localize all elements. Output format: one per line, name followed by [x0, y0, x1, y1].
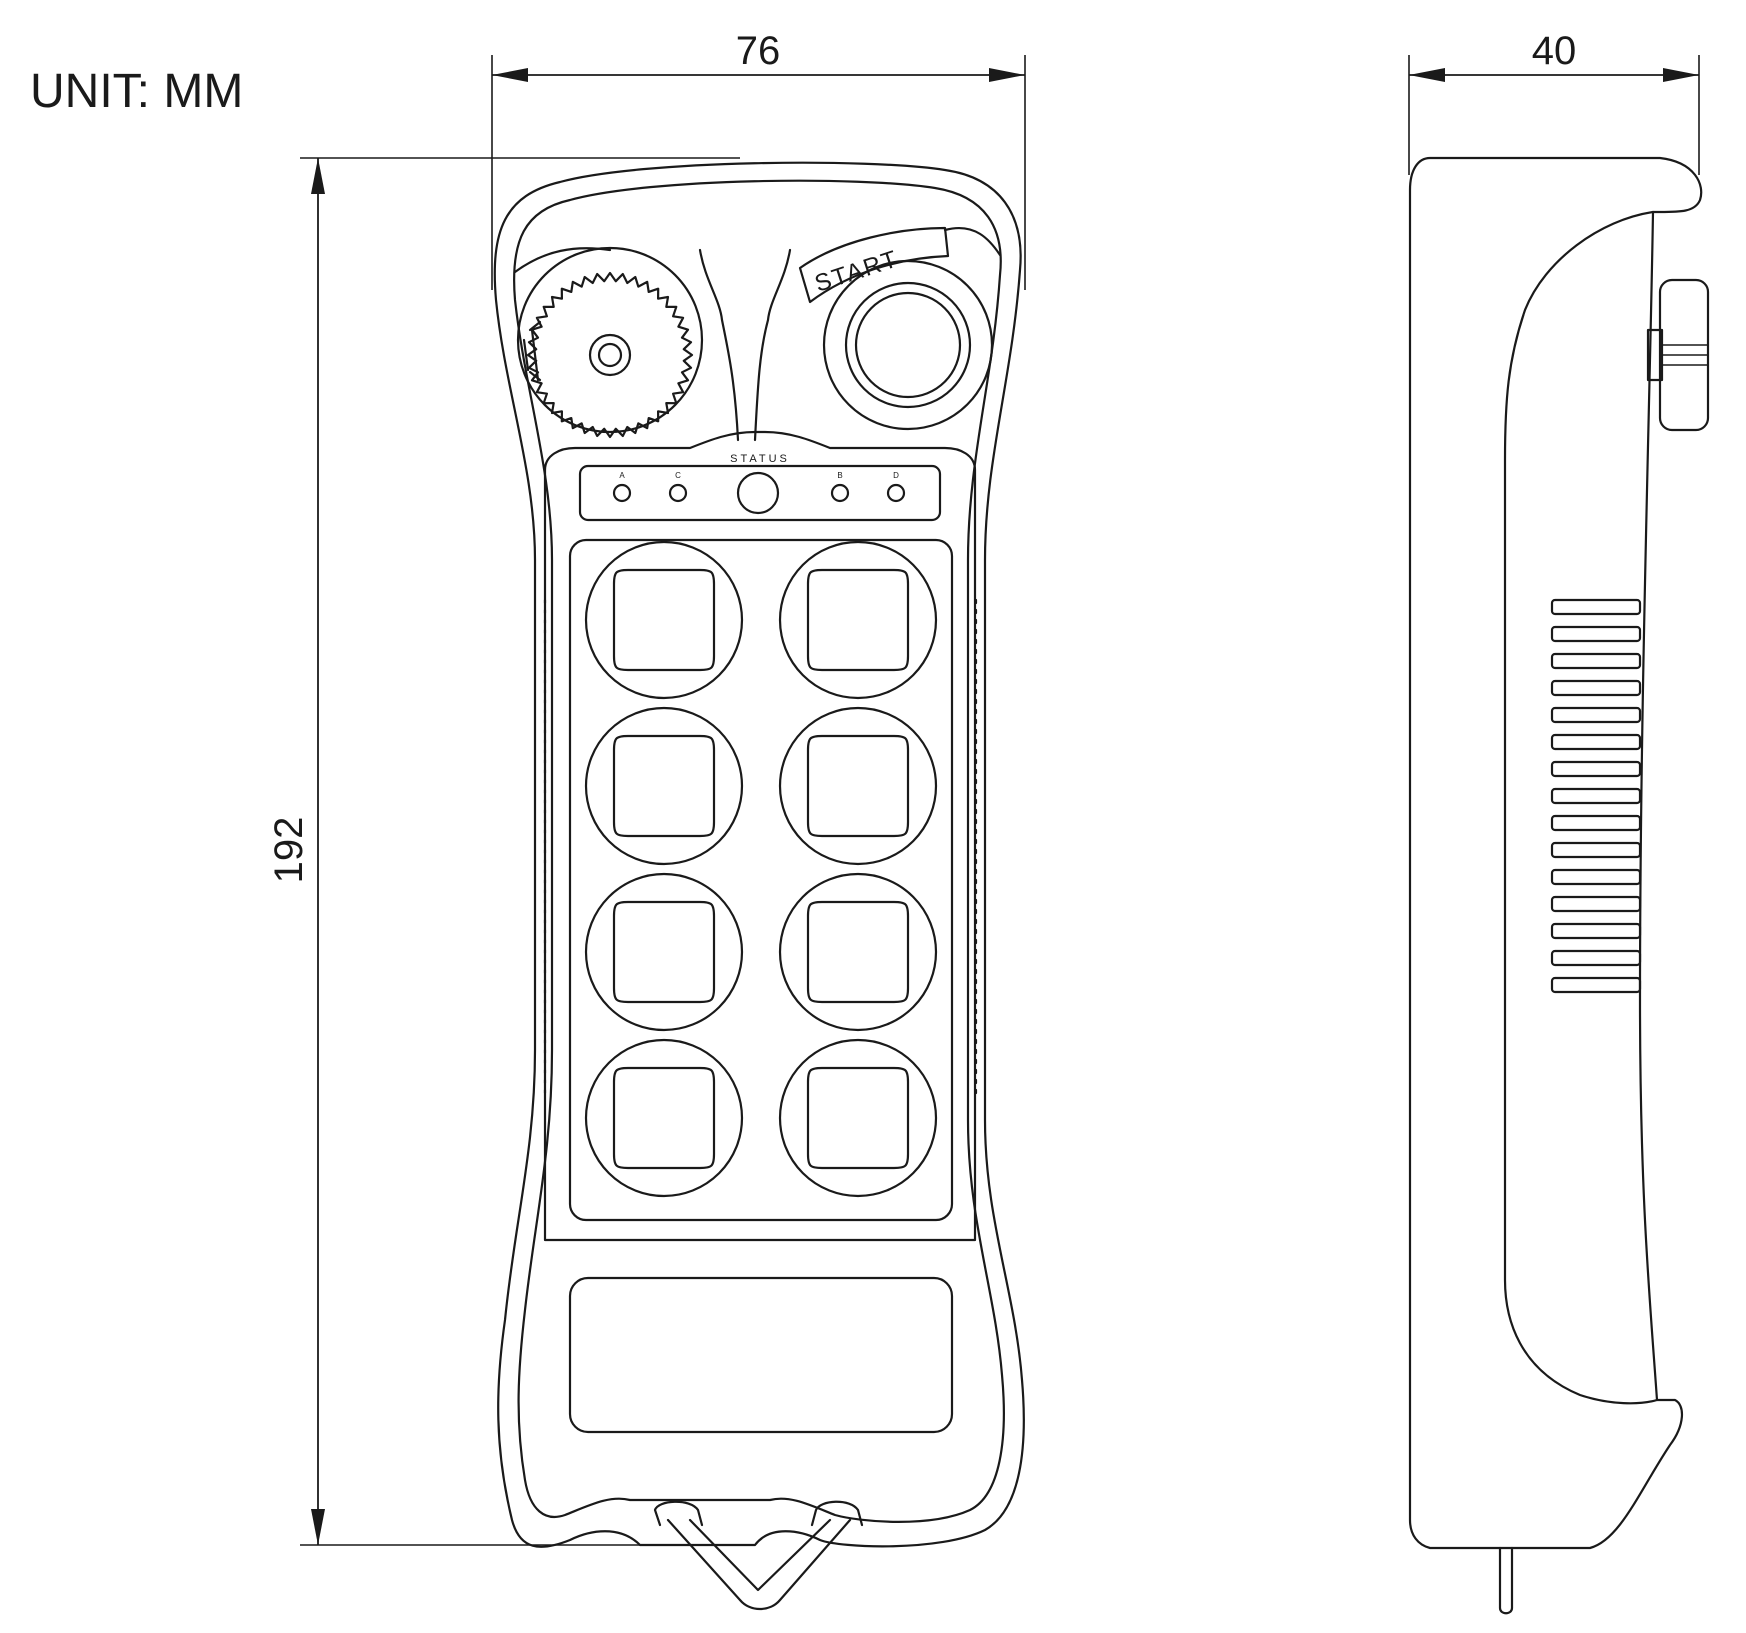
- depth-dimension: 40: [1408, 29, 1700, 175]
- height-dimension: 192: [267, 157, 750, 1546]
- push-button[interactable]: [778, 706, 938, 866]
- led-indicator: [830, 483, 850, 503]
- led-indicator: [612, 483, 632, 503]
- grip-rib: [1550, 976, 1642, 994]
- front-view: START STATUS A C B D: [493, 161, 1025, 1611]
- grip-rib: [1550, 922, 1642, 940]
- push-button[interactable]: [778, 872, 938, 1032]
- status-panel: STATUS A C B D: [543, 430, 977, 1242]
- led-label: A: [619, 471, 625, 480]
- grip-rib: [1550, 679, 1642, 697]
- strap-loop: [653, 1500, 864, 1611]
- side-knob: [1646, 278, 1710, 432]
- height-dimension-value: 192: [267, 817, 311, 884]
- front-outer-housing: [493, 161, 1025, 1548]
- grip-rib: [1550, 760, 1642, 778]
- push-button[interactable]: [584, 540, 744, 700]
- button-panel: [568, 538, 954, 1222]
- start-button[interactable]: START: [798, 226, 994, 431]
- gear-teeth: [526, 271, 694, 439]
- grip-rib: [1550, 625, 1642, 643]
- grip-rib: [1550, 598, 1642, 616]
- led-label: B: [837, 471, 842, 480]
- grip-rib: [1550, 949, 1642, 967]
- grip-rib: [1550, 706, 1642, 724]
- grip-rib: [1550, 814, 1642, 832]
- grip-rib: [1550, 787, 1642, 805]
- side-grip-ribs: [1550, 598, 1642, 994]
- side-view: [1408, 156, 1710, 1615]
- front-inner-housing: [513, 179, 1005, 1523]
- push-button[interactable]: [584, 872, 744, 1032]
- grip-rib: [1550, 652, 1642, 670]
- led-indicator: [668, 483, 688, 503]
- status-label: STATUS: [730, 453, 790, 465]
- button-grid: [584, 540, 938, 1198]
- grip-rib: [1550, 868, 1642, 886]
- label-plate: [568, 1276, 954, 1434]
- push-button[interactable]: [778, 540, 938, 700]
- push-button[interactable]: [584, 1038, 744, 1198]
- push-button[interactable]: [584, 706, 744, 866]
- grip-rib: [1550, 841, 1642, 859]
- push-button[interactable]: [778, 1038, 938, 1198]
- grip-rib: [1550, 733, 1642, 751]
- grip-rib: [1550, 895, 1642, 913]
- side-outer-housing: [1408, 156, 1703, 1550]
- led-label: C: [675, 471, 681, 480]
- status-indicator: [736, 471, 780, 515]
- width-dimension-value: 76: [736, 29, 781, 73]
- width-dimension: 76: [491, 29, 1026, 290]
- led-label: D: [893, 471, 899, 480]
- unit-label: UNIT: MM: [30, 65, 243, 118]
- depth-dimension-value: 40: [1532, 29, 1577, 73]
- led-indicator: [886, 483, 906, 503]
- rotary-selector-knob[interactable]: [516, 246, 704, 439]
